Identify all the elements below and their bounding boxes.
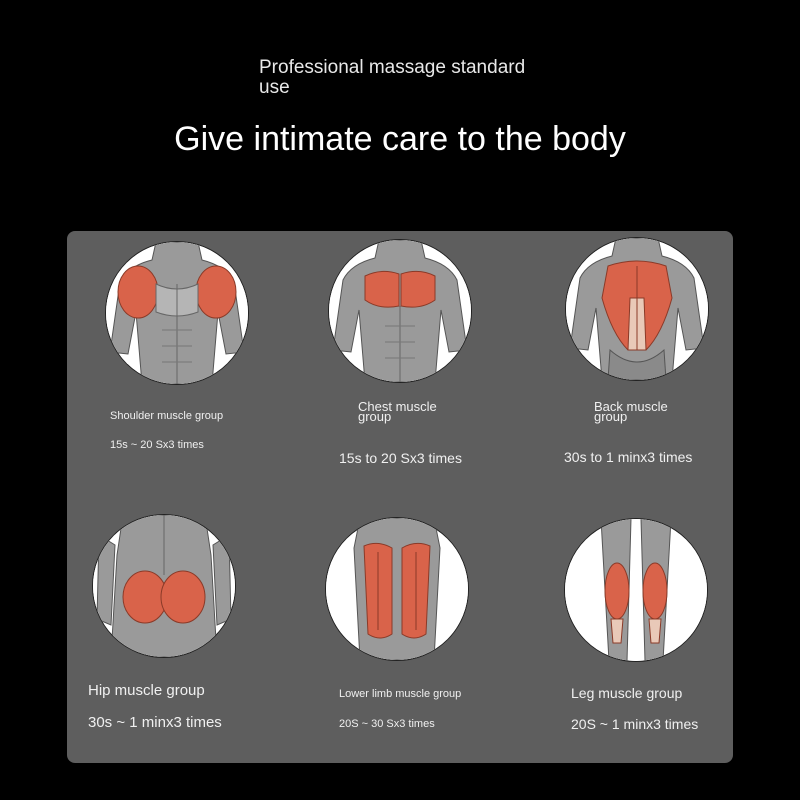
chest-group-timing: 15s to 20 Sx3 times xyxy=(339,450,462,466)
lower-limb-group-label: Lower limb muscle group xyxy=(339,688,462,700)
leg-group-timing: 20S ~ 1 minx3 times xyxy=(571,716,699,732)
back-muscle-illustration xyxy=(565,237,709,381)
lower-limb-group-timing: 20S ~ 30 Sx3 times xyxy=(339,718,435,730)
chest-muscle-illustration xyxy=(328,239,472,383)
chest-group-label: Chest muscle group xyxy=(358,399,437,424)
leg-group-label: Leg muscle group xyxy=(571,685,683,701)
shoulder-group-label: Shoulder muscle group xyxy=(110,410,224,422)
page-title: Give intimate care to the body xyxy=(174,120,626,158)
leg-muscle-illustration xyxy=(564,518,708,662)
back-group-label: Back muscle group xyxy=(594,399,668,424)
back-group-timing: 30s to 1 minx3 times xyxy=(564,449,693,465)
shoulder-muscle-illustration xyxy=(105,241,249,385)
hip-group-label: Hip muscle group xyxy=(88,682,205,699)
hip-group-timing: 30s ~ 1 minx3 times xyxy=(88,714,222,731)
subtitle: Professional massage standard use xyxy=(259,57,526,98)
shoulder-group-timing: 15s ~ 20 Sx3 times xyxy=(110,439,204,451)
lower-limb-muscle-illustration xyxy=(325,517,469,661)
muscle-groups-panel: Shoulder muscle group 15s ~ 20 Sx3 times… xyxy=(67,231,733,763)
hip-muscle-illustration xyxy=(92,514,236,658)
